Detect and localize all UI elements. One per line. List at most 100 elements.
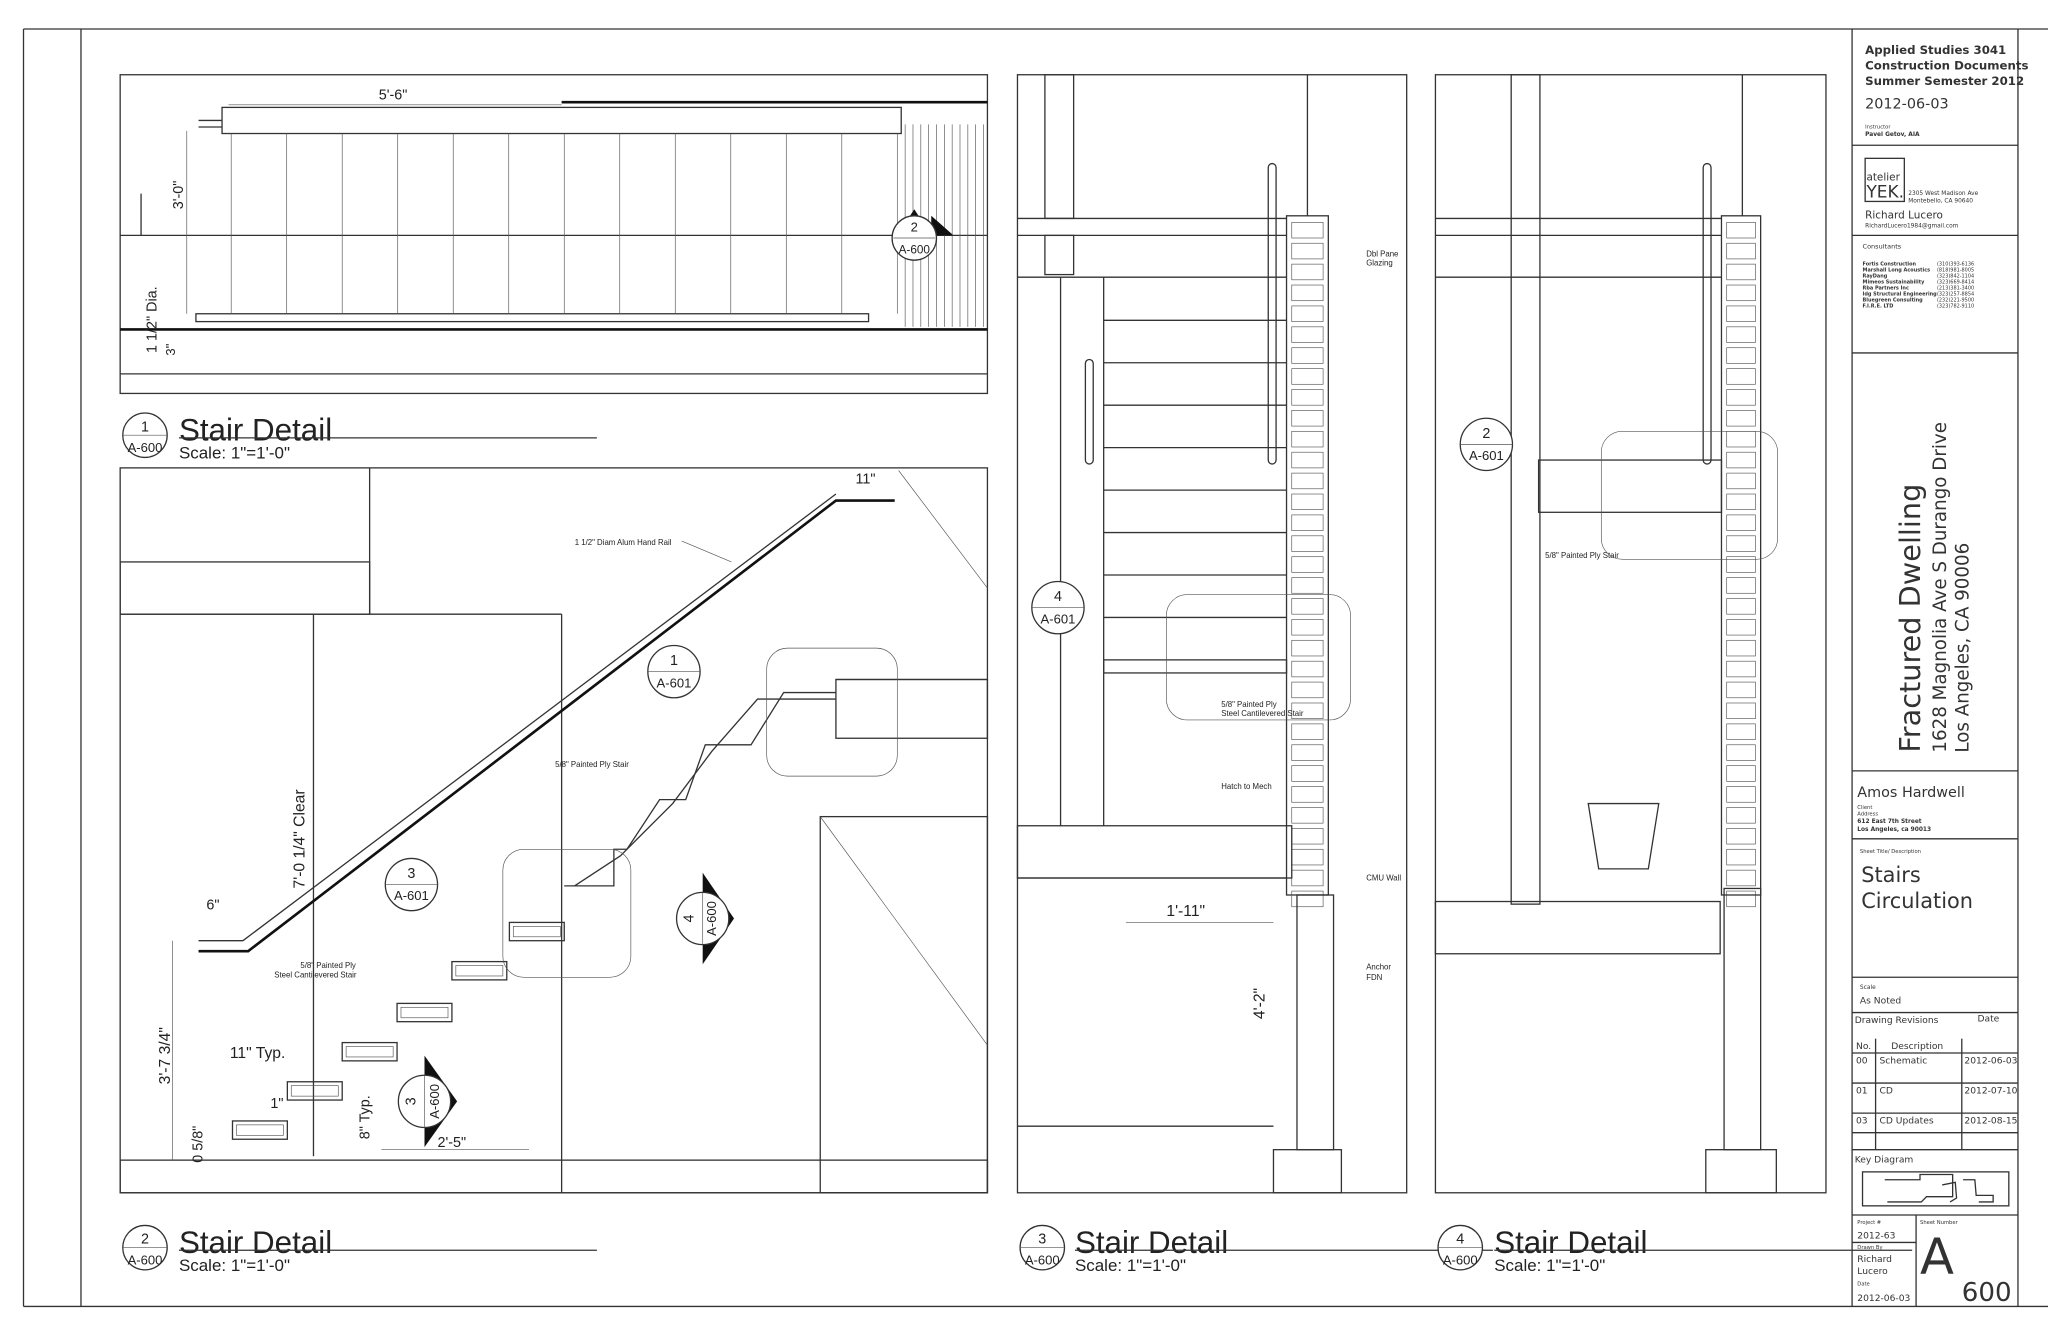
annotation-text: Schematic: [1880, 1056, 1928, 1066]
cmu-block: [1291, 514, 1324, 531]
stair-tread: [286, 1081, 343, 1101]
detail-1-drawing: 5'-6" 3'-0" 1 1/2" Dia. 3" 2 A-600: [119, 74, 989, 395]
annotation-text: Anchor: [1366, 962, 1391, 971]
cmu-block: [1726, 430, 1756, 448]
annotation-text: 5/8" Painted Ply: [300, 961, 356, 970]
cmu-block: [1726, 410, 1756, 427]
annotation-text: A-601: [657, 675, 692, 690]
annotation-text: 2305 West Madison Ave: [1908, 191, 1978, 197]
annotation-text: Amos Hardwell: [1857, 785, 1965, 801]
sheet-title: Stairs: [1861, 863, 1921, 887]
cmu-block: [1291, 284, 1324, 302]
annotation-text: 3: [407, 866, 415, 882]
annotation-text: 00: [1856, 1056, 1868, 1066]
cmu-block: [1726, 807, 1756, 824]
annotation-text: Scale: 1"=1'-0": [179, 1256, 290, 1275]
consultant-phone: (310)393-6136: [1937, 261, 1974, 267]
cmu-block: [1726, 493, 1756, 511]
consultant-name: Fortis Construction: [1863, 261, 1917, 267]
cmu-block: [1291, 765, 1324, 782]
consultant-phone: (323)669-8414: [1937, 279, 1974, 285]
annotation-text: 0 5/8": [190, 1126, 206, 1163]
annotation-text: A-600: [899, 244, 931, 257]
annotation-text: As Noted: [1860, 996, 1901, 1006]
cmu-block: [1726, 639, 1756, 657]
annotation-text: Stair Detail: [179, 1225, 332, 1260]
annotation-text: Los Angeles, CA 90006: [1952, 543, 1973, 753]
cmu-block: [1291, 430, 1324, 448]
cmu-block: [1726, 326, 1756, 343]
cmu-block: [1291, 869, 1324, 887]
cmu-block: [1726, 786, 1756, 803]
annotation-text: 6": [206, 897, 219, 913]
cmu-block: [1291, 242, 1324, 260]
cmu-block: [1726, 869, 1756, 887]
annotation-text: 1'-11": [1166, 903, 1205, 920]
annotation-text: A-600: [704, 901, 719, 936]
annotation-text: Hatch to Mech: [1221, 782, 1271, 791]
consultant-phone: (323)257-8854: [1937, 291, 1974, 297]
cmu-block: [1726, 284, 1756, 302]
callout-2-a601: 2 A-601: [1459, 417, 1514, 472]
title-block: Applied Studies 3041 Construction Docume…: [1852, 43, 2028, 1308]
annotation-text: Stair Detail: [1075, 1225, 1228, 1260]
dim-3-0: 3'-0": [171, 181, 187, 210]
cmu-block: [1726, 389, 1756, 406]
consultant-name: Rba Partners Inc: [1863, 285, 1909, 291]
annotation-text: 3: [1038, 1232, 1046, 1248]
annotation-text: atelier: [1866, 172, 1900, 184]
cmu-block: [1291, 807, 1324, 824]
cmu-block: [1726, 619, 1756, 636]
annotation-text: Dbl Pane: [1366, 249, 1398, 258]
cmu-block: [1291, 890, 1324, 908]
callout-3-a600: 3 A-600: [397, 1055, 458, 1148]
callout-1-a601: 1 A-601: [647, 644, 701, 699]
cmu-block: [1726, 368, 1756, 385]
annotation-text: 5/8" Painted Ply: [1221, 700, 1277, 709]
callout-3-a601: 3 A-601: [384, 857, 439, 912]
dim-5-6: 5'-6": [379, 88, 408, 104]
consultant-phone: (213)381-3400: [1937, 285, 1974, 291]
annotation-text: A-601: [1041, 611, 1076, 626]
annotation-text: Los Angeles, ca 90013: [1857, 827, 1931, 833]
annotation-text: Circulation: [1861, 889, 1973, 913]
annotation-text: Scale: 1"=1'-0": [179, 444, 290, 463]
callout-4-a600: 4 A-600: [675, 872, 735, 965]
annotation-text: Glazing: [1366, 258, 1393, 267]
cmu-block: [1291, 347, 1324, 364]
firm-logo: atelier YEK.: [1864, 157, 1905, 203]
cmu-block: [1291, 389, 1324, 406]
cmu-block: [1291, 681, 1324, 699]
annotation-text: CMU Wall: [1366, 874, 1401, 883]
annotation-text: Drawing Revisions: [1855, 1016, 1939, 1026]
cmu-block: [1291, 493, 1324, 511]
consultant-name: F.I.R.E. LTD: [1863, 303, 1894, 309]
cmu-block: [1726, 222, 1756, 239]
annotation-text: 2012-08-15: [1964, 1117, 2017, 1127]
cmu-block: [1291, 577, 1324, 594]
cmu-block: [1726, 828, 1756, 845]
cmu-block: [1726, 347, 1756, 364]
cmu-block: [1726, 556, 1756, 573]
cmu-block: [1291, 451, 1324, 469]
cmu-block: [1291, 305, 1324, 322]
cmu-block: [1291, 702, 1324, 719]
cmu-block: [1726, 848, 1756, 866]
annotation-text: Construction Documents: [1865, 59, 2028, 73]
annotation-text: Scale: [1860, 985, 1876, 991]
annotation-text: Drawn By: [1857, 1245, 1882, 1251]
cmu-block: [1726, 577, 1756, 594]
sheet-number: 600: [1962, 1278, 2012, 1308]
annotation-text: Scale: 1"=1'-0": [1075, 1256, 1186, 1275]
annotation-text: 2012-06-03: [1857, 1294, 1910, 1304]
cmu-block: [1291, 786, 1324, 803]
cmu-block: [1291, 472, 1324, 490]
annotation-text: 1628 Magnolia Ave S Durango Drive: [1930, 422, 1951, 753]
annotation-text: Richard Lucero: [1865, 209, 1943, 221]
annotation-text: RichardLucero1984@gmail.com: [1865, 224, 1959, 230]
annotation-text: 7'-0 1/4" Clear: [291, 789, 308, 888]
